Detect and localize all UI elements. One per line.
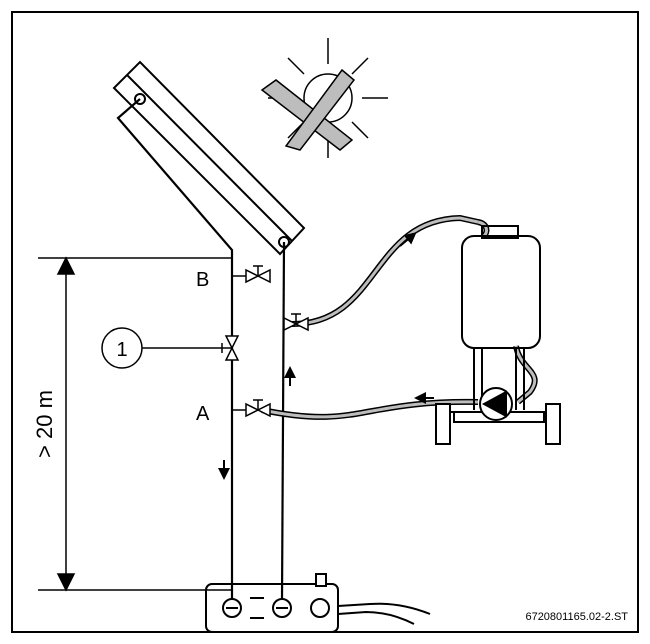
hoses — [261, 214, 538, 420]
trolley-icon — [435, 348, 561, 445]
pump-icon — [479, 387, 513, 421]
crossed-out-icon — [260, 68, 356, 151]
valve-icon — [221, 265, 309, 418]
figure-id: 6720801165.02-2.ST — [525, 611, 628, 623]
pipes — [116, 98, 286, 601]
flow-arrow-icon — [218, 232, 434, 480]
valve-a-label: A — [196, 403, 210, 425]
hydraulic-unit — [205, 573, 431, 633]
height-label: > 20 m — [32, 390, 57, 458]
canister-icon — [461, 225, 541, 349]
height-dimension — [38, 256, 232, 592]
callout-1-label: 1 — [116, 339, 127, 361]
valve-b-label: B — [196, 269, 209, 291]
